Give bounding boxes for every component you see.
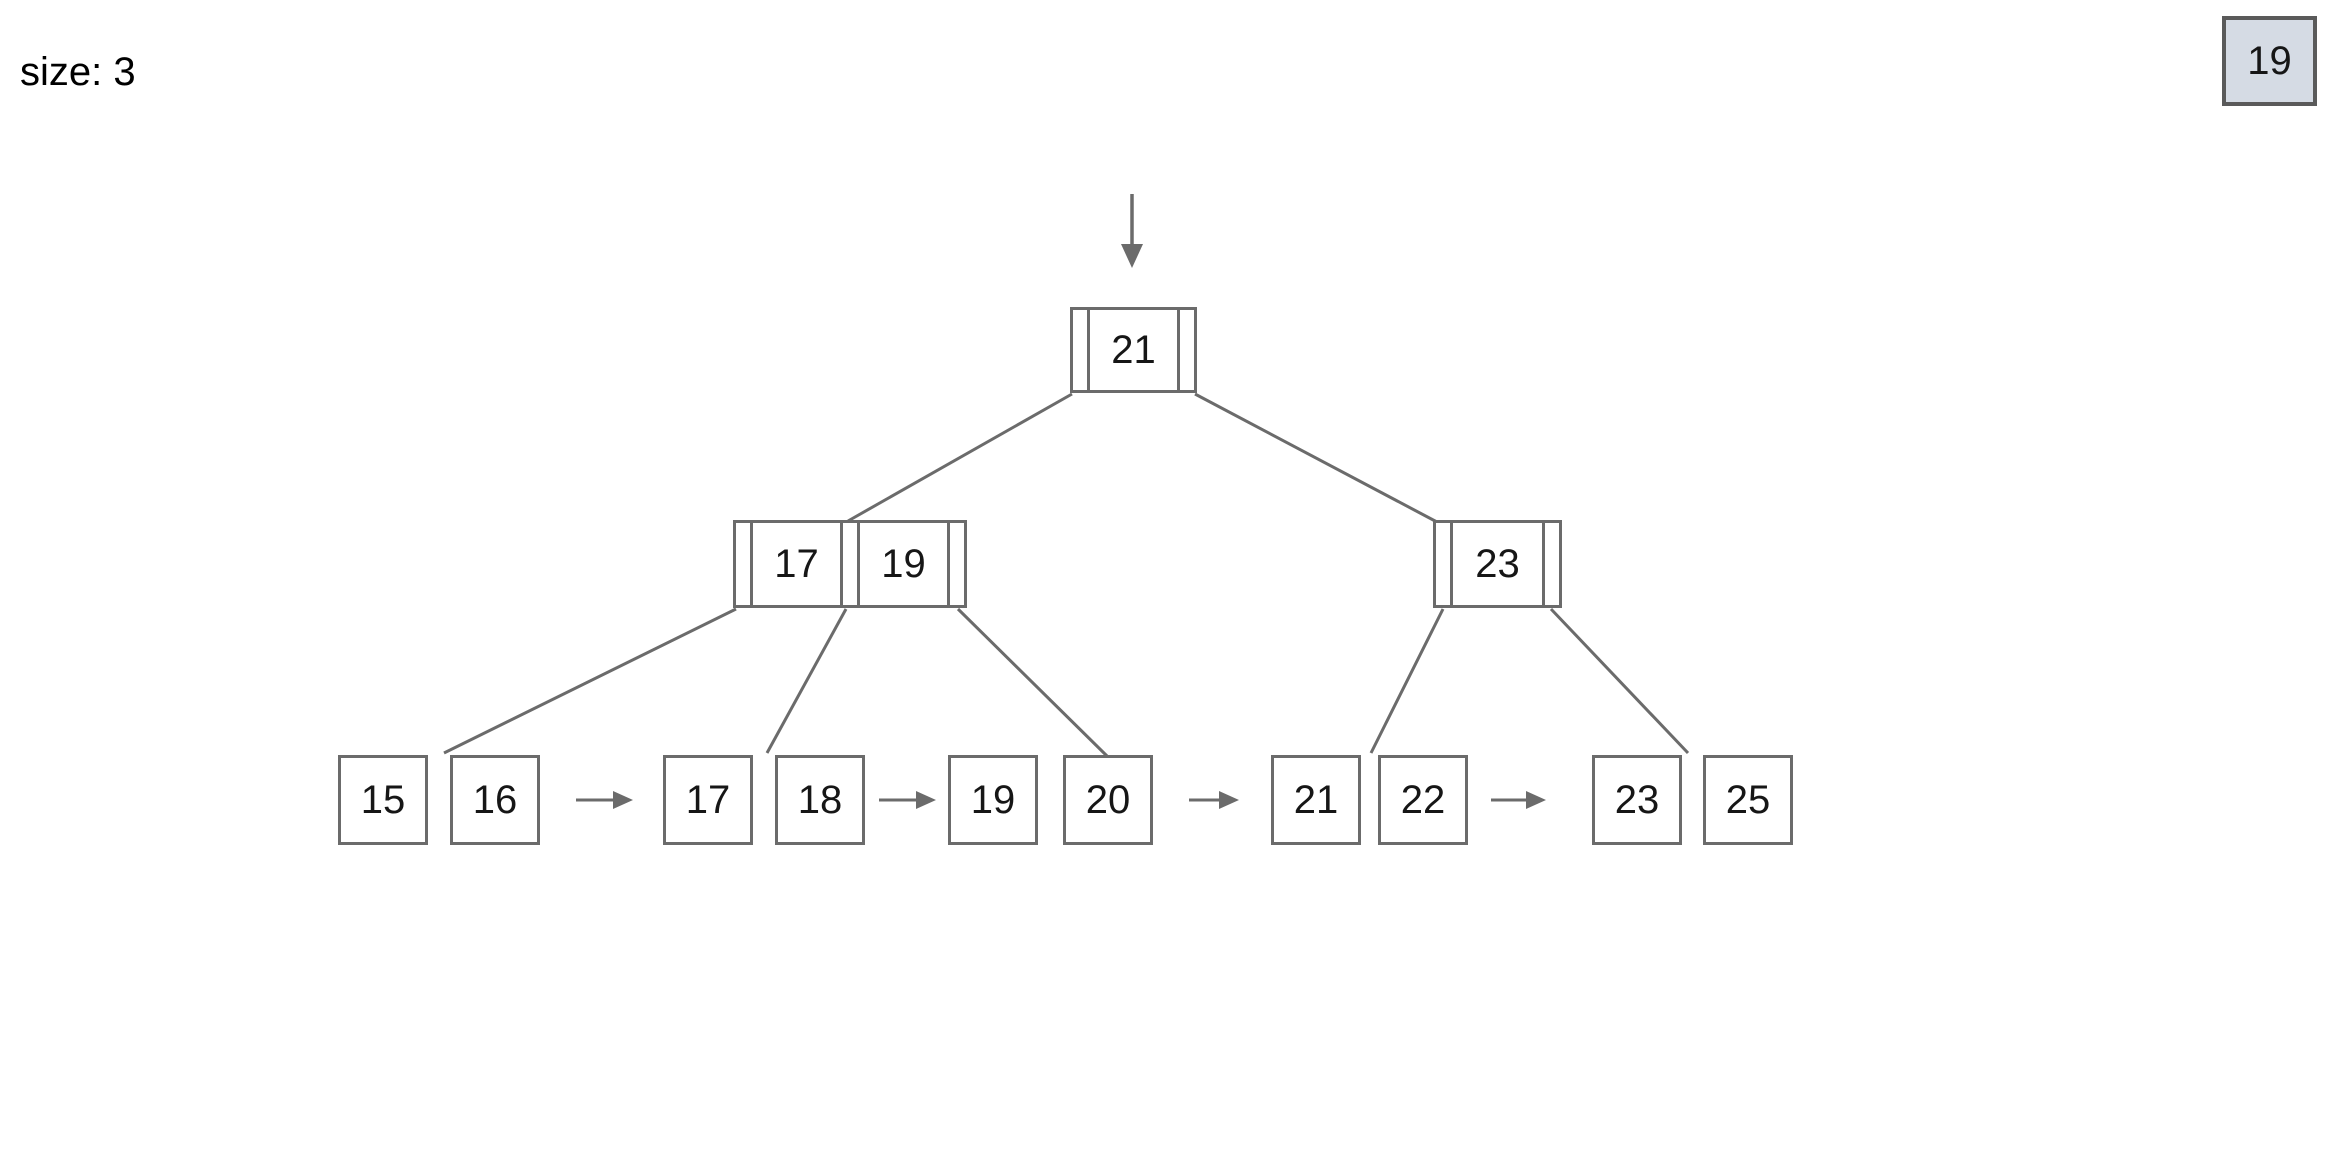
insert-cursor-arrow-icon [1121,194,1143,268]
tree-edge-left-internal-to-leaf-0 [443,607,737,755]
size-label: size: 3 [20,50,136,94]
tree-edge-root-to-left-internal [847,392,1073,523]
leaf-cell: 20 [1063,755,1153,845]
leaf-cell: 23 [1592,755,1682,845]
pointer-cell [1545,523,1559,605]
leaf-cell: 16 [450,755,540,845]
pointer-cell [950,523,964,605]
leaf-cell: 25 [1703,755,1793,845]
tree-edge-left-internal-to-leaf-2 [956,607,1109,758]
leaf-cell: 17 [663,755,753,845]
pointer-cell [1073,310,1087,390]
leaf-cell: 18 [775,755,865,845]
tree-edge-left-internal-to-leaf-1 [765,608,848,754]
tree-node-internal-right: 23 [1433,520,1562,608]
leaf-cell: 19 [948,755,1038,845]
tree-edge-root-to-right-internal [1194,392,1438,524]
key-cell: 23 [1450,523,1545,605]
key-cell: 21 [1087,310,1180,390]
key-cell: 19 [857,523,950,605]
pointer-cell [1180,310,1194,390]
pointer-cell [736,523,750,605]
leaf-link-arrow-icon-1 [879,791,936,809]
pointer-cell [843,523,857,605]
tree-edge-right-internal-to-leaf-4 [1549,607,1690,755]
leaf-link-arrow-icon-2 [1189,791,1239,809]
tree-node-root: 21 [1070,307,1197,393]
leaf-link-arrow-icon-3 [1491,791,1546,809]
insert-value-box: 19 [2222,16,2317,106]
tree-edge-right-internal-to-leaf-3 [1369,608,1445,754]
leaf-cell: 22 [1378,755,1468,845]
leaf-cell: 21 [1271,755,1361,845]
key-cell: 17 [750,523,843,605]
leaf-link-arrow-icon-0 [576,791,633,809]
leaf-cell: 15 [338,755,428,845]
pointer-cell [1436,523,1450,605]
tree-node-internal-left: 17 19 [733,520,967,608]
insert-value-text: 19 [2247,38,2292,83]
